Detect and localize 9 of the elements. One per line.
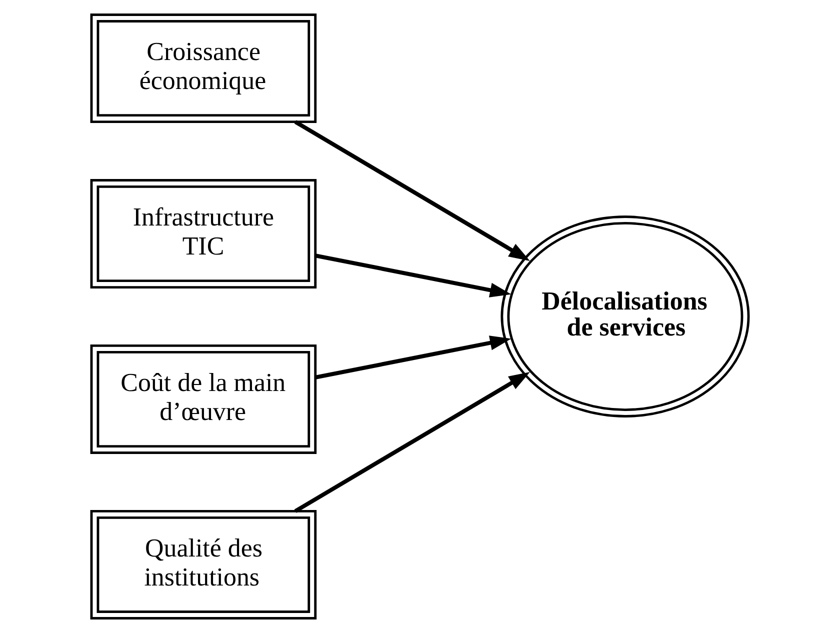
arrow: [294, 372, 530, 513]
node-ellipse: Délocalisations de services: [500, 216, 750, 418]
node-box: Qualité des institutions: [90, 510, 316, 620]
node-box: Coût de la main d’œuvre: [90, 344, 316, 454]
arrow: [294, 120, 530, 261]
arrow: [314, 336, 511, 380]
node-box: Infrastructure TIC: [90, 179, 316, 289]
node-box: Croissance économique: [90, 14, 316, 124]
arrow: [314, 254, 511, 298]
